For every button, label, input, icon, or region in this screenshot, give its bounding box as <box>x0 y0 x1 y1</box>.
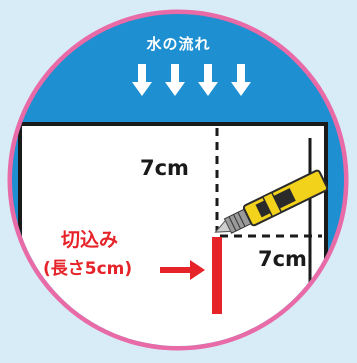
dimension-label-right: 7cm <box>258 247 307 271</box>
right-arrow-icon <box>190 260 205 280</box>
water-flow-label: 水の流れ <box>146 35 211 53</box>
down-arrow-icon <box>198 64 218 96</box>
cut-slit <box>212 237 222 314</box>
down-arrow-icon <box>165 64 185 96</box>
cut-length-note: (長さ5cm) <box>43 259 133 279</box>
cut-label: 切込み <box>61 229 119 251</box>
down-arrow-icon <box>231 64 251 96</box>
down-arrow-icon <box>132 64 152 96</box>
cutter-knife-icon <box>214 169 329 234</box>
water-flow-arrows <box>132 64 251 96</box>
cut-arrow <box>160 260 205 280</box>
dimension-label-top: 7cm <box>140 156 189 180</box>
